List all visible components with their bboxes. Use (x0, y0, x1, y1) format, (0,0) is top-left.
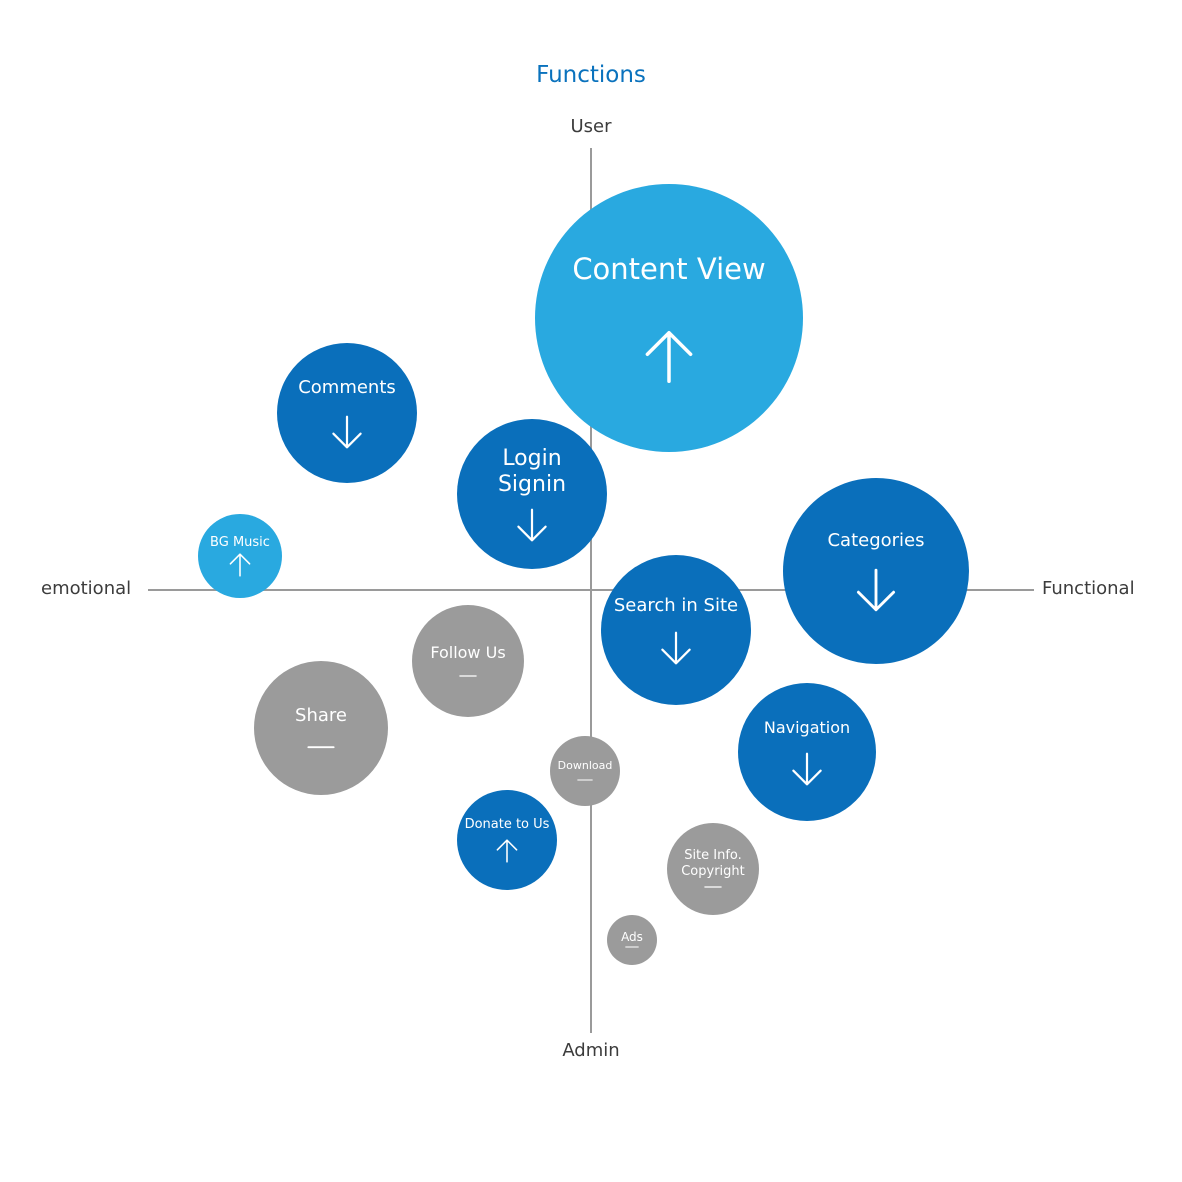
bubble-categories: Categories (783, 478, 969, 664)
bubble-label: Follow Us (430, 643, 506, 663)
bubble-trend (642, 330, 696, 384)
bubble-navigation: Navigation (738, 683, 876, 821)
bubble-trend (577, 777, 593, 783)
bubble-login-signin: Login Signin (457, 419, 607, 569)
axis-label-right: Functional (1042, 578, 1135, 599)
dash-icon (577, 779, 593, 781)
bubble-label: Categories (827, 530, 925, 552)
bubble-donate-to-us: Donate to Us (457, 790, 557, 890)
dash-icon (307, 745, 335, 748)
bubble-label: Login Signin (497, 445, 567, 497)
bubble-content-view: Content View (535, 184, 803, 452)
bubble-download: Download (550, 736, 620, 806)
bubble-trend (790, 752, 824, 786)
axis-label-bottom: Admin (562, 1040, 620, 1061)
bubble-ads: Ads (607, 915, 657, 965)
bubble-label: Download (557, 759, 613, 773)
arrow-up-icon (496, 839, 518, 863)
bubble-label: Share (295, 705, 347, 726)
bubble-search-in-site: Search in Site (601, 555, 751, 705)
bubble-label: Donate to Us (464, 817, 550, 833)
dash-icon (625, 946, 639, 948)
bubble-label: Ads (621, 929, 643, 944)
arrow-up-icon (645, 331, 693, 384)
bubble-label: Search in Site (613, 595, 739, 617)
bubble-follow-us: Follow Us (412, 605, 524, 717)
bubble-trend (704, 884, 722, 890)
bubble-label: Comments (298, 377, 396, 399)
bubble-trend (515, 508, 549, 542)
bubble-label: Content View (572, 251, 766, 286)
bubble-share: Share (254, 661, 388, 795)
axis-label-top: User (570, 116, 612, 137)
dash-icon (459, 674, 477, 677)
bubble-trend (307, 743, 335, 751)
diagram-title: Functions (536, 62, 646, 88)
arrow-down-icon (332, 415, 362, 449)
bubble-bg-music: BG Music (198, 514, 282, 598)
arrow-down-icon (792, 752, 822, 785)
arrow-up-icon (229, 553, 251, 577)
bubble-trend (495, 839, 519, 863)
bubble-trend (459, 673, 477, 679)
bubble-label: Navigation (763, 718, 851, 738)
bubble-trend (854, 568, 898, 612)
arrow-down-icon (661, 631, 691, 665)
bubble-trend (228, 553, 252, 577)
bubble-comments: Comments (277, 343, 417, 483)
bubble-trend (330, 415, 364, 449)
horizontal-axis (148, 589, 1034, 591)
axis-label-left: emotional (41, 578, 132, 599)
bubble-label: Site Info. Copyright (681, 848, 745, 879)
dash-icon (704, 885, 722, 888)
bubble-site-info-copyright: Site Info. Copyright (667, 823, 759, 915)
arrow-down-icon (856, 568, 896, 612)
arrow-down-icon (517, 508, 547, 542)
bubble-label: BG Music (210, 535, 270, 551)
bubble-trend (625, 944, 639, 950)
bubble-trend (659, 631, 693, 665)
